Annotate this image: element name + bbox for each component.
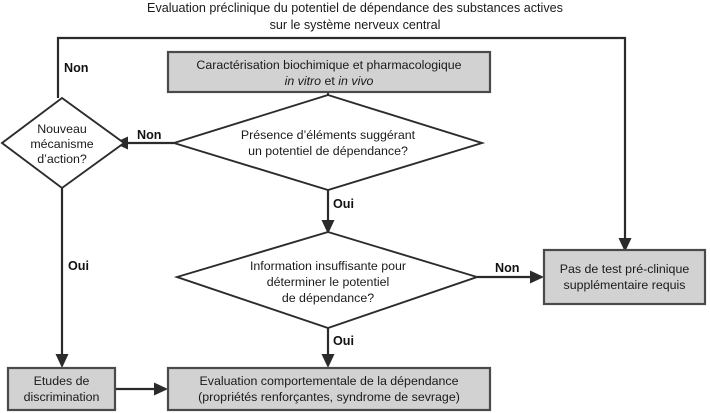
no-further-testing-line1: Pas de test pré-clinique [560,262,690,276]
insufficient-to-no-test-arrowhead [530,270,544,284]
no-further-testing-box[interactable] [542,248,707,306]
insufficient-info-diamond[interactable] [173,231,481,330]
characterization-conjunction: et [321,74,338,88]
new-mechanism-line2: mécanisme [30,137,93,151]
edge-label-evidence-non: Non [137,128,161,142]
chart-title-line1: Evaluation préclinique du potentiel de d… [147,1,563,15]
edge-label-evidence-oui: Oui [333,197,354,211]
behavioral-evaluation-line1: Evaluation comportementale de la dépenda… [199,374,458,388]
feedback-loop-arrowhead [618,238,632,252]
chart-title-line2: sur le système nerveux central [270,18,441,32]
characterization-box-line2: in vitro et in vivo [285,74,374,88]
mechanism-to-discrimination-arrowhead [55,354,69,368]
evidence-to-insufficient-arrowhead [321,220,335,234]
discrimination-to-behavioral-arrowhead [154,382,168,396]
insufficient-to-behavioral-arrowhead [321,354,335,368]
edge-label-insufficient-non: Non [495,261,519,275]
feedback-loop-connector [56,36,627,244]
discrimination-box-line1: Etudes de [34,374,90,388]
evidence-diamond-line1: Présence d’éléments suggérant [241,128,416,142]
edge-label-top-left-non: Non [64,61,88,75]
discrimination-box[interactable] [6,366,117,412]
behavioral-evaluation-line2: (propriétés renforçantes, syndrome de se… [198,390,460,404]
insufficient-info-line1: Information insuffisante pour [250,259,406,273]
characterization-box[interactable] [166,50,492,94]
insufficient-info-line2: déterminer le potentiel [267,275,390,289]
new-mechanism-line3: d’action? [37,152,87,166]
evidence-diamond-line2: un potentiel de dépendance? [248,144,408,158]
edge-label-insufficient-oui: Oui [333,334,354,348]
characterization-italic-invitro: in vitro [285,74,322,88]
insufficient-info-line3: de dépendance? [282,291,374,305]
behavioral-evaluation-box[interactable] [166,366,492,412]
new-mechanism-line1: Nouveau [37,122,87,136]
edge-label-mechanism-oui: Oui [68,259,89,273]
characterization-italic-invivo: in vivo [338,74,373,88]
no-further-testing-line2: supplémentaire requis [564,278,686,292]
new-mechanism-diamond[interactable] [0,96,126,190]
discrimination-box-line2: discrimination [24,390,100,404]
characterization-box-line1: Caractérisation biochimique et pharmacol… [196,58,461,72]
evidence-diamond[interactable] [170,94,486,191]
